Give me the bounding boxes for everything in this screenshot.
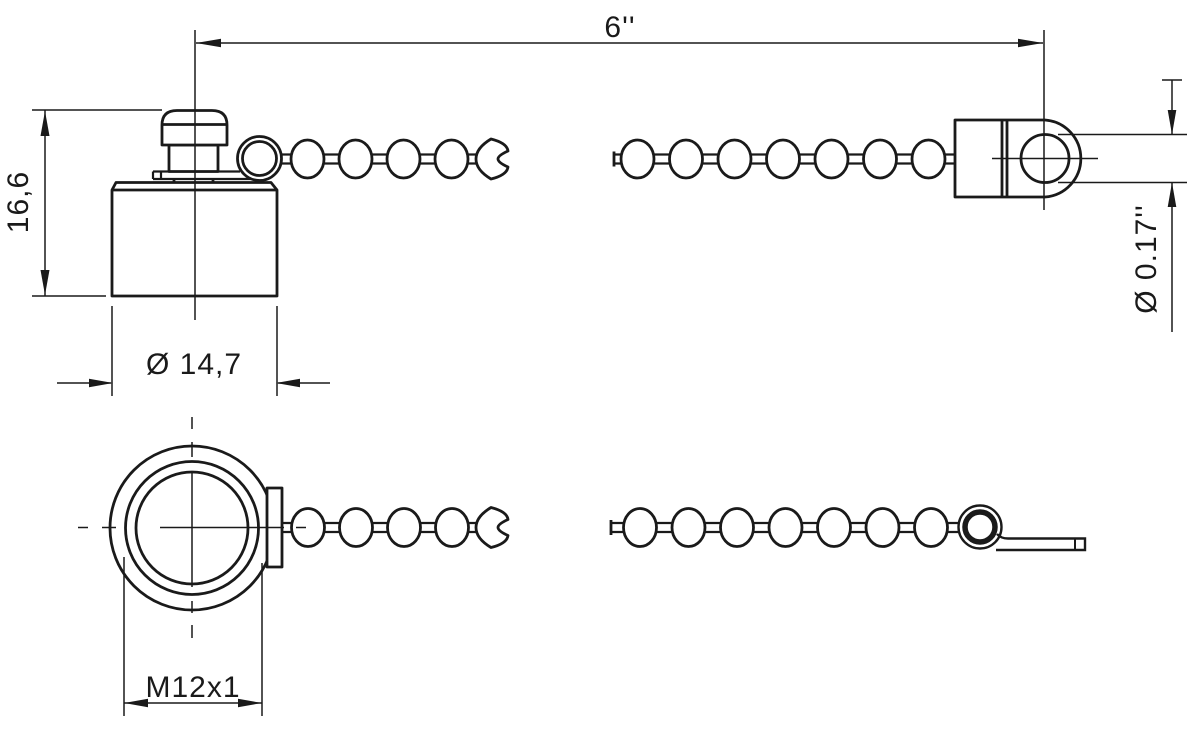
chain-link (848, 153, 864, 165)
cap-side-view (110, 109, 283, 298)
knob-neck (167, 143, 220, 173)
chain-link (324, 521, 340, 534)
chain-loop-outer (236, 135, 283, 182)
dim-cap-height: 16,6 (2, 109, 162, 297)
chain-top-left-segment (280, 137, 510, 181)
arrowhead-right (1018, 38, 1043, 48)
arrowhead-right (238, 698, 262, 708)
arrowhead-up (40, 111, 50, 136)
dimension-label-chain-length: 6'' (604, 11, 635, 44)
arrowhead-left (124, 698, 148, 708)
chain-ball (433, 138, 470, 180)
chain-ball (670, 507, 707, 548)
clip-loop-wire (962, 509, 998, 545)
chain-link (799, 153, 816, 165)
chain-link (654, 153, 670, 165)
chain-ball (289, 138, 326, 180)
chain-ball (816, 507, 852, 548)
chain-link (420, 521, 436, 534)
chain-link (751, 153, 767, 165)
chain-link (420, 153, 435, 165)
chain-ball (385, 138, 422, 180)
chain-ball (767, 507, 804, 548)
chain-ball (386, 507, 422, 548)
dim-cap-diameter: Ø 14,7 (57, 306, 330, 396)
chain-link (656, 521, 672, 534)
chain-bottom-right-segment (609, 504, 1087, 552)
chain-ball (719, 507, 755, 548)
chain-end-connector (953, 118, 1098, 199)
chain-ball (619, 138, 656, 180)
dim-thread: M12x1 (123, 557, 263, 716)
chain-ball (622, 507, 658, 548)
dimension-label-cap-diameter: Ø 14,7 (146, 348, 242, 381)
dimension-label-cap-height: 16,6 (2, 171, 35, 233)
arrowhead-down (40, 270, 50, 295)
chain-ball (910, 138, 947, 180)
arrowhead-left (196, 38, 221, 48)
chain-link (280, 153, 292, 165)
chain-ball (290, 507, 326, 548)
chain-link (372, 153, 387, 165)
arrowhead-up (1167, 182, 1177, 207)
chain-link (372, 521, 388, 534)
chain-ball (864, 507, 901, 548)
arrowhead-down (1167, 110, 1177, 135)
chain-link (802, 521, 818, 534)
chain-top-right-segment (612, 118, 1098, 199)
chain-link (324, 153, 339, 165)
chain-break-symbol (474, 506, 510, 549)
chain-ball (765, 138, 801, 180)
chain-ball (337, 138, 374, 180)
centerlines (78, 30, 308, 638)
dimension-label-thread: M12x1 (145, 671, 240, 704)
dimension-label-ball-diameter: Ø 0.17'' (1130, 204, 1163, 314)
arrowhead-left (276, 378, 300, 388)
chain-ball (338, 507, 374, 548)
chain-ball (862, 138, 898, 180)
chain-link (705, 521, 721, 534)
chain-bottom-left-segment (282, 506, 510, 549)
chain-link (850, 521, 866, 534)
chain-link (753, 521, 769, 534)
chain-ball (716, 138, 753, 180)
chain-ball (813, 138, 850, 180)
chain-ball (434, 507, 470, 548)
chain-ball (913, 507, 949, 548)
chain-loop-inner (241, 140, 278, 177)
clip-tail (996, 533, 1087, 552)
chain-break-symbol (474, 137, 510, 181)
chain-ball (668, 138, 704, 180)
chain-wire-clip (957, 504, 1087, 552)
chain-link (899, 521, 915, 534)
chain-link (702, 153, 719, 165)
chain-link (896, 153, 913, 165)
dim-chain-length: 6'' (196, 11, 1045, 210)
arrowhead-right (89, 378, 113, 388)
dim-ball-diameter: Ø 0.17'' (1058, 79, 1187, 332)
chain-link (947, 521, 959, 534)
